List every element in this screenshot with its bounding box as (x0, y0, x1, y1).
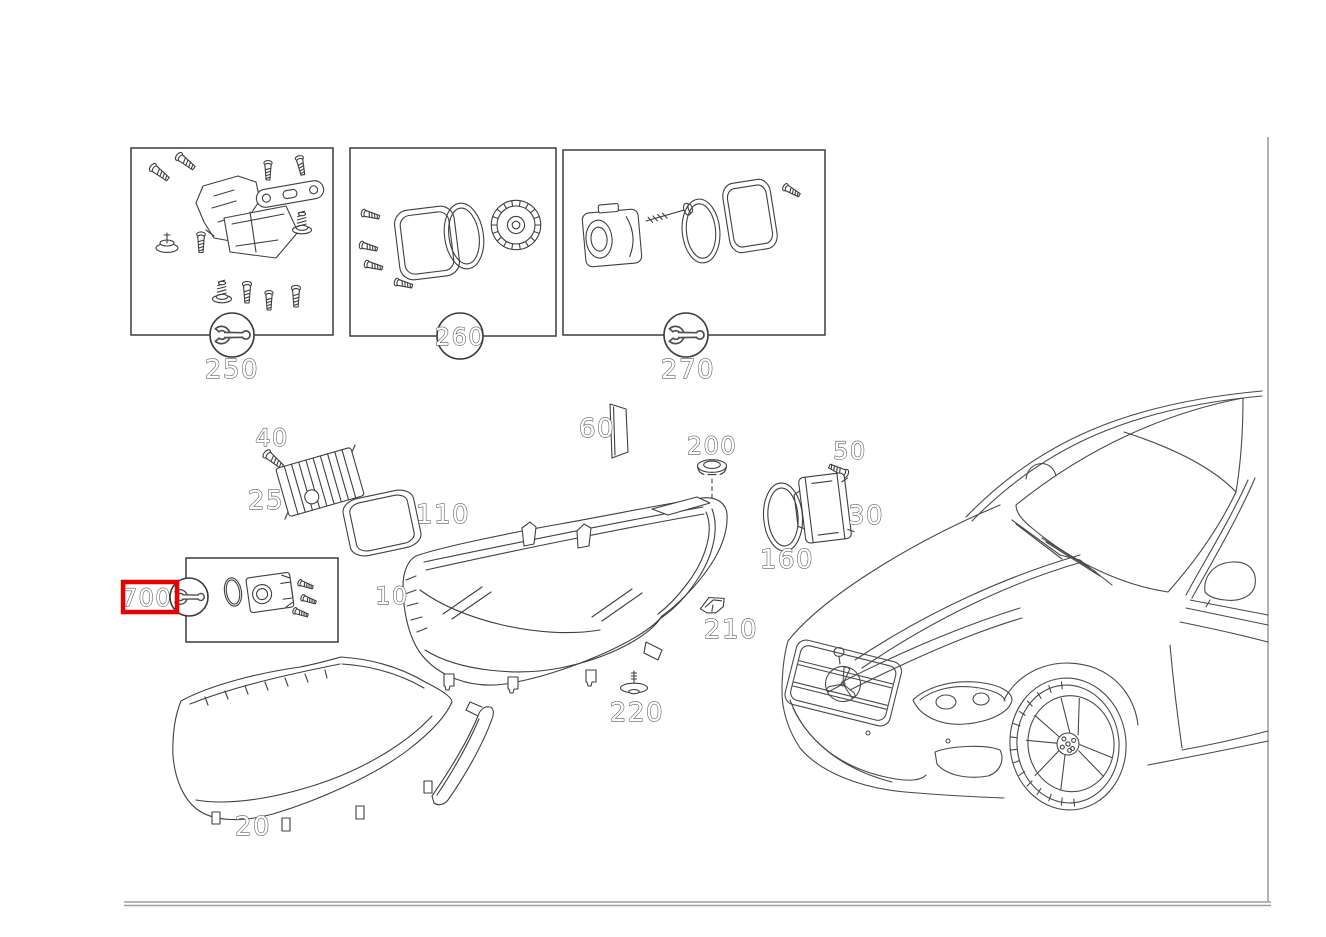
callout-label-20[interactable]: 20 (234, 811, 271, 842)
wrench-circle-250[interactable] (209, 312, 255, 358)
kit-250-parts-drawing (147, 150, 325, 311)
callout-label-40[interactable]: 40 (255, 423, 289, 452)
car-a-pillar (1185, 477, 1256, 599)
lens-reflection-lines (442, 586, 643, 622)
car-windshield (1015, 397, 1244, 593)
car-hood-edge (781, 504, 1001, 693)
callout-label-10[interactable]: 10 (375, 581, 409, 610)
number-circle-260[interactable]: 260 (434, 312, 485, 360)
callout-label-160[interactable]: 160 (759, 544, 814, 575)
part-20-trim-frame (172, 656, 494, 832)
kit-box-260: 260 (349, 147, 557, 360)
callout-label-110[interactable]: 110 (415, 499, 470, 530)
car-beltline (1179, 599, 1269, 643)
part-210-clip (698, 594, 727, 616)
callout-label-50[interactable]: 50 (833, 436, 867, 465)
car-wipers (1011, 519, 1113, 586)
callout-label-30[interactable]: 30 (847, 500, 884, 531)
car-front-bumper (781, 691, 1005, 799)
wrench-circle-700[interactable] (169, 577, 209, 617)
part-25-control-module (275, 444, 365, 520)
wheel-spokes (1025, 697, 1113, 791)
car-hood-star-mount (833, 647, 845, 665)
car-antenna (1025, 463, 1057, 480)
kit-box-270: 270 (562, 149, 826, 386)
callout-label-250[interactable]: 250 (204, 354, 259, 385)
kit-270-parts-drawing (581, 177, 802, 268)
callout-label-25[interactable]: 25 (247, 485, 284, 516)
highlight-box-700 (120, 579, 180, 615)
car-front-wheel (1009, 677, 1127, 811)
part-30-control-unit (793, 472, 855, 544)
callout-label-260: 260 (435, 323, 485, 351)
callout-label-60[interactable]: 60 (578, 413, 615, 444)
car-door (1147, 644, 1269, 766)
car-side-mirror (1204, 561, 1256, 608)
kit-box-250: 250 (130, 147, 334, 386)
car-grille (784, 639, 903, 727)
car-headlight (912, 681, 1013, 725)
car-roofline (965, 390, 1263, 522)
wheel-tread (1009, 681, 1076, 807)
car-hood-creases (841, 554, 1083, 691)
kit-700-parts-drawing (222, 571, 318, 619)
page-frame (124, 137, 1271, 907)
car-wheel-arch (1003, 662, 1139, 726)
callout-label-270[interactable]: 270 (660, 354, 715, 385)
part-10-headlamp-assembly (402, 496, 728, 694)
wrench-circle-270[interactable] (663, 312, 709, 358)
callout-label-210[interactable]: 210 (703, 614, 758, 645)
part-60-plate (609, 403, 629, 459)
part-220-screw-pin (619, 670, 649, 695)
callout-label-220[interactable]: 220 (609, 697, 664, 728)
callout-label-200[interactable]: 200 (686, 431, 737, 460)
mercedes-star-emblem (824, 665, 862, 703)
callout-label-700[interactable]: 700 (121, 583, 172, 612)
car-drawing (781, 390, 1269, 811)
kit-260-parts-drawing (357, 199, 542, 291)
kit-box-700: 700 (120, 557, 339, 643)
